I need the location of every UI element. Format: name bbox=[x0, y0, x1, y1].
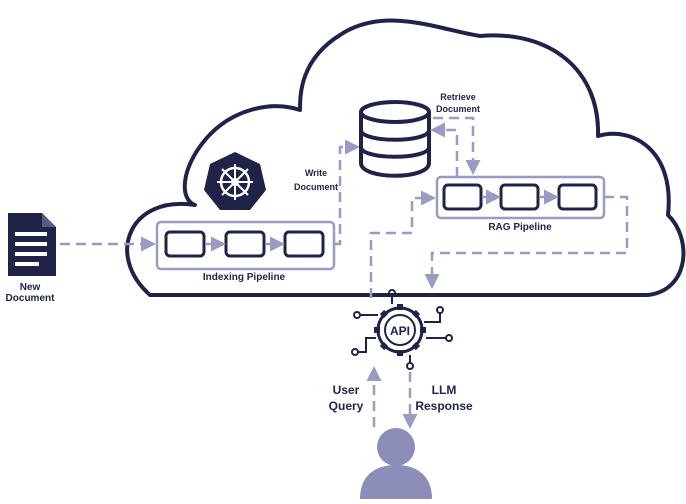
indexing-step-3 bbox=[283, 230, 325, 258]
write-document-label-2: Document bbox=[294, 182, 338, 192]
api-gear-icon bbox=[351, 289, 453, 370]
llm-response-label-1: LLM bbox=[432, 383, 457, 397]
database-icon bbox=[359, 100, 431, 178]
rag-step-2 bbox=[499, 183, 540, 211]
retrieve-document-label-1: Retrieve bbox=[440, 92, 476, 102]
rag-step-1 bbox=[442, 183, 483, 211]
rag-pipeline bbox=[435, 175, 606, 220]
write-document-label-1: Write bbox=[305, 168, 327, 178]
indexing-step-1 bbox=[164, 230, 206, 258]
kubernetes-helm-icon bbox=[204, 152, 266, 210]
new-document-label-2: Document bbox=[6, 293, 56, 304]
document-icon bbox=[8, 213, 56, 276]
api-to-rag-connector bbox=[369, 190, 436, 298]
user-query-label-1: User bbox=[333, 383, 360, 397]
retrieve-document-label-2: Document bbox=[436, 104, 480, 114]
retrieve-document-connector-down bbox=[433, 116, 481, 175]
write-document-connector bbox=[334, 139, 360, 246]
indexing-pipeline bbox=[155, 220, 336, 271]
indexing-pipeline-label: Indexing Pipeline bbox=[203, 272, 286, 283]
user-query-label-2: Query bbox=[329, 399, 364, 413]
rag-pipeline-label: RAG Pipeline bbox=[488, 222, 552, 233]
indexing-step-2 bbox=[224, 230, 266, 258]
rag-step-3 bbox=[557, 183, 598, 211]
retrieve-document-connector-up bbox=[430, 122, 459, 177]
llm-response-label-2: Response bbox=[415, 399, 473, 413]
api-label: API bbox=[390, 324, 410, 338]
cloud-outline bbox=[125, 18, 686, 297]
new-document-label-1: New bbox=[20, 282, 41, 293]
user-icon bbox=[360, 428, 432, 499]
